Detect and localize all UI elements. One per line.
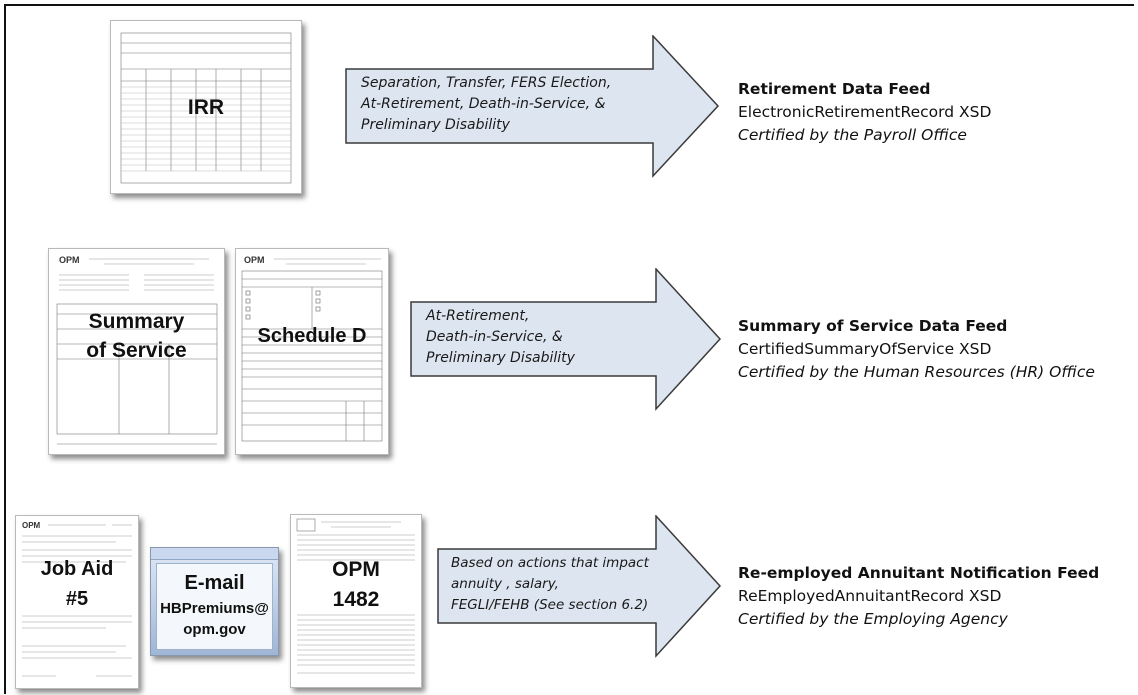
email-window-pane — [156, 563, 273, 650]
feed-title: Re-employed Annuitant Notification Feed — [738, 564, 1100, 582]
feed-schema: ElectronicRetirementRecord XSD — [738, 103, 992, 121]
summary-of-service-form-thumbnail: OPM Summary of Service — [48, 248, 225, 455]
arrow-text-line: Death-in-Service, & — [426, 329, 563, 345]
reemployed-annuitant-feed-info: Re-employed Annuitant Notification Feed … — [738, 562, 1099, 631]
job-aid-label-line2: #5 — [65, 588, 89, 610]
form-lines — [296, 518, 415, 674]
schedule-d-label: Schedule D — [257, 325, 367, 347]
email-address-line2: opm.gov — [183, 621, 246, 638]
arrow-shape — [437, 515, 722, 658]
opm-1482-form-thumbnail: OPM 1482 — [290, 514, 422, 688]
arrow-text-line: Preliminary Disability — [361, 117, 510, 133]
irr-form-thumbnail: IRR — [110, 20, 302, 194]
job-aid-label-line1: Job Aid — [40, 558, 114, 580]
svg-text:OPM: OPM — [22, 521, 41, 530]
opm-label-line1: OPM — [332, 558, 380, 581]
feed-certified: Certified by the Payroll Office — [738, 126, 967, 144]
arrow-shape — [345, 35, 720, 178]
summary-of-service-feed-info: Summary of Service Data Feed CertifiedSu… — [738, 315, 1095, 384]
email-window-titlebar — [151, 548, 278, 560]
schedule-d-form-thumbnail: OPM Schedule D — [235, 248, 389, 455]
arrow-text-line: Preliminary Disability — [426, 350, 575, 366]
feed-certified: Certified by the Employing Agency — [738, 610, 1008, 628]
arrow-text-line: At-Retirement, — [426, 308, 530, 324]
email-label: E-mail — [184, 572, 245, 594]
email-address-line1: HBPremiums@ — [160, 600, 269, 617]
arrow-row-3: Based on actions that impact annuity , s… — [437, 515, 722, 658]
irr-label: IRR — [187, 96, 225, 119]
arrow-row-2: At-Retirement, Death-in-Service, & Preli… — [410, 268, 722, 411]
opm-label-line2: 1482 — [332, 588, 380, 611]
svg-text:OPM: OPM — [59, 255, 80, 265]
diagram-frame — [4, 4, 1134, 694]
feed-title: Retirement Data Feed — [738, 80, 931, 98]
job-aid-document-thumbnail: OPM Job Aid #5 — [15, 515, 139, 689]
form-lines: OPM — [22, 521, 132, 677]
arrow-text-line: FEGLI/FEHB (See section 6.2) — [451, 597, 649, 613]
svg-text:OPM: OPM — [244, 255, 265, 265]
arrow-text-line: annuity , salary, — [451, 576, 559, 592]
summary-label-line2: of Service — [86, 339, 187, 362]
form-lines: OPM — [56, 255, 218, 445]
feed-title: Summary of Service Data Feed — [738, 317, 1008, 335]
arrow-text-line: Based on actions that impact — [451, 555, 649, 571]
feed-schema: ReEmployedAnnuitantRecord XSD — [738, 587, 1002, 605]
form-lines — [120, 32, 292, 184]
summary-label-line1: Summary — [88, 310, 185, 333]
retirement-feed-info: Retirement Data Feed ElectronicRetiremen… — [738, 78, 991, 147]
feed-certified: Certified by the Human Resources (HR) Of… — [738, 363, 1095, 381]
email-window-thumbnail: E-mail HBPremiums@ opm.gov — [150, 547, 279, 656]
feed-schema: CertifiedSummaryOfService XSD — [738, 340, 992, 358]
arrow-row-1: Separation, Transfer, FERS Election, At-… — [345, 35, 720, 178]
arrow-shape — [410, 268, 722, 411]
arrow-text-line: At-Retirement, Death-in-Service, & — [361, 96, 606, 112]
arrow-text-line: Separation, Transfer, FERS Election, — [361, 75, 612, 91]
form-lines: OPM — [241, 255, 383, 442]
